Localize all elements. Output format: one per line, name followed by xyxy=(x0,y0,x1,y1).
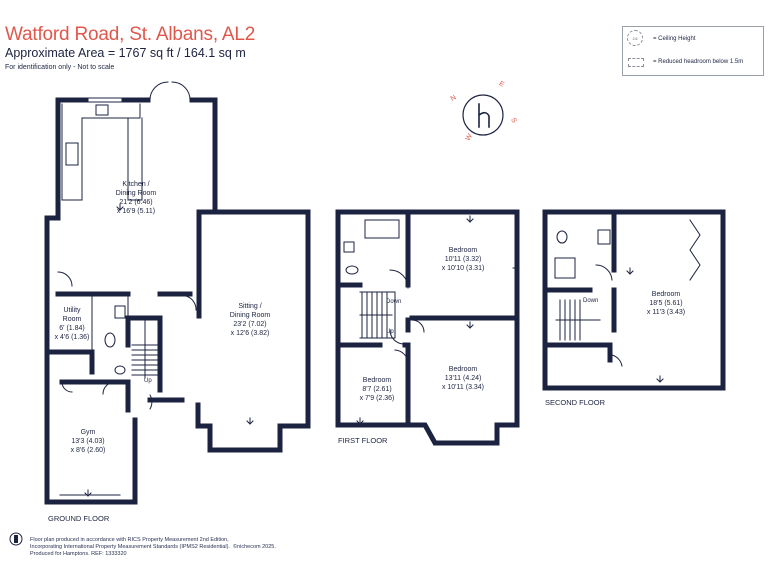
legend-box: 2.6 = Ceiling Height = Reduced headroom … xyxy=(622,26,764,76)
room-utility: Utility Room 6' (1.84) x 4'6 (1.36) xyxy=(54,307,90,341)
ground-floor-walls xyxy=(44,97,311,505)
first-stairs-down: Down xyxy=(386,299,402,305)
nichecom-logo xyxy=(9,532,23,546)
ground-floor-label: GROUND FLOOR xyxy=(48,514,110,523)
room-bedroom-first-a: Bedroom 10'11 (3.32) x 10'10 (3.31) xyxy=(441,247,485,272)
ground-floor-thin-lines xyxy=(57,81,277,496)
ceiling-height-icon: 2.6 xyxy=(627,30,643,46)
second-floor-thin-lines xyxy=(554,213,701,387)
reduced-headroom-icon xyxy=(628,58,644,67)
ground-floor-arrows xyxy=(84,203,254,497)
ground-stairs-up: Up xyxy=(144,378,152,384)
first-stairs-up: Up xyxy=(386,329,394,335)
footer-copyright: ©nichecom 2025. xyxy=(233,544,276,550)
room-bedroom-first-c: Bedroom 13'11 (4.24) x 10'11 (3.34) xyxy=(441,366,485,391)
compass-icon xyxy=(462,94,504,136)
page-title: Watford Road, St. Albans, AL2 xyxy=(5,24,256,45)
approximate-area: Approximate Area = 1767 sq ft / 164.1 sq… xyxy=(5,46,246,60)
footer-notes: Floor plan produced in accordance with R… xyxy=(30,537,276,557)
second-floor-walls xyxy=(542,209,726,391)
room-kitchen-dining: Kitchen / Dining Room 21'2 (6.46) x 16'9… xyxy=(115,181,157,215)
disclaimer: For identification only - Not to scale xyxy=(5,64,115,71)
first-floor-label: FIRST FLOOR xyxy=(338,436,388,445)
second-floor-label: SECOND FLOOR xyxy=(545,398,606,407)
first-floor-thin-lines xyxy=(343,213,520,442)
legend-reduced-label: = Reduced headroom below 1.5m xyxy=(653,59,744,65)
room-gym: Gym 13'3 (4.03) x 8'6 (2.60) xyxy=(70,429,106,454)
room-sitting-dining: Sitting / Dining Room 23'2 (7.02) x 12'6… xyxy=(229,303,271,337)
second-stairs-down: Down xyxy=(583,298,599,304)
legend-ceiling-label: = Ceiling Height xyxy=(653,36,696,42)
room-bedroom-first-b: Bedroom 8'7 (2.61) x 7'9 (2.36) xyxy=(359,377,395,402)
room-bedroom-second: Bedroom 18'5 (5.61) x 11'3 (3.43) xyxy=(646,291,686,316)
